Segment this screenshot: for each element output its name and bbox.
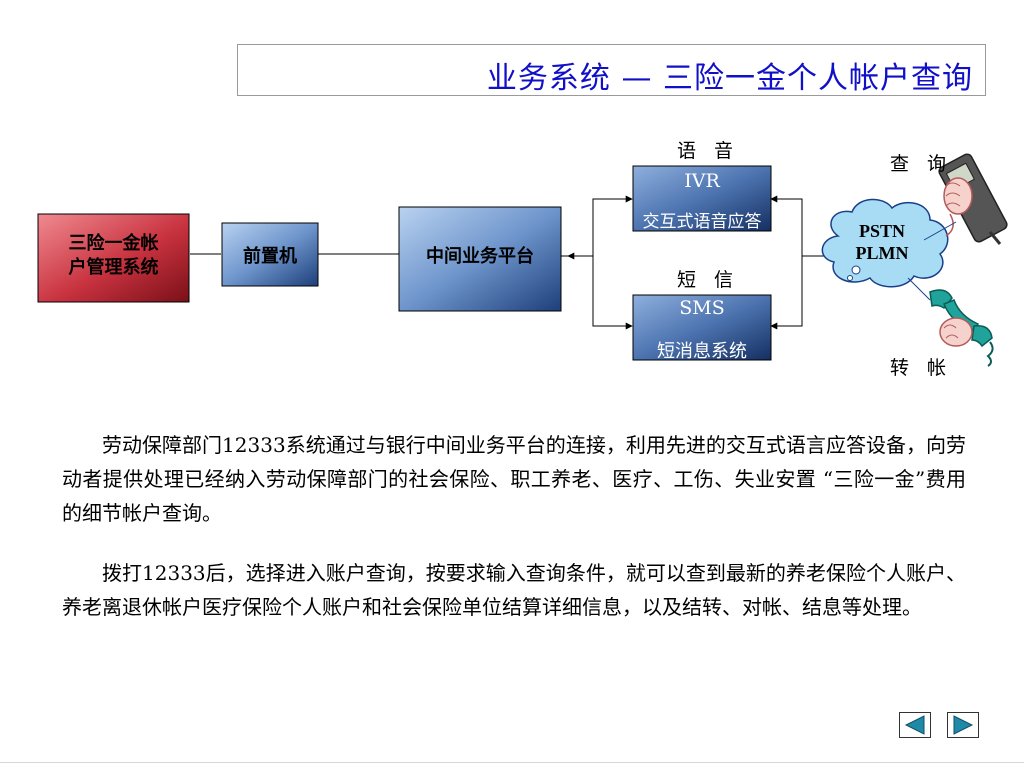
arrow-network-sms <box>770 256 803 330</box>
link-mobile <box>923 221 957 241</box>
title-box: 业务系统 — 三险一金个人帐户查询 <box>237 44 986 96</box>
source-system-label-line2: 户管理系统 <box>68 257 159 278</box>
network-label: PSTN PLMN <box>840 220 924 264</box>
ivr-title: IVR <box>684 170 720 192</box>
network-label-pstn: PSTN <box>858 221 905 241</box>
middle-platform-box <box>398 206 562 312</box>
source-system-box <box>37 213 190 303</box>
next-slide-button[interactable] <box>947 712 979 738</box>
paragraph-1: 劳动保障部门12333系统通过与银行中间业务平台的连接，利用先进的交互式语言应答… <box>62 433 966 525</box>
front-machine-label: 前置机 <box>243 246 297 267</box>
front-machine-box <box>221 222 319 287</box>
sms-subtitle: 短消息系统 <box>657 341 747 362</box>
source-system-label: 三险一金帐 户管理系统 <box>38 232 189 280</box>
middle-platform-label: 中间业务平台 <box>426 246 534 267</box>
sms-label: 短 信 <box>677 269 740 291</box>
network-label-plmn: PLMN <box>855 243 909 263</box>
sms-title: SMS <box>679 297 725 319</box>
source-system-label-line1: 三险一金帐 <box>68 233 159 254</box>
system-diagram <box>37 153 1008 367</box>
sms-box <box>632 294 772 361</box>
arrow-network-ivr <box>770 195 803 256</box>
arrow-to-sms <box>592 256 633 330</box>
query-label: 查 询 <box>890 153 953 175</box>
voice-label: 语 音 <box>677 140 740 162</box>
network-cloud <box>821 198 949 288</box>
arrow-to-ivr <box>592 195 633 256</box>
triangle-left-icon <box>904 715 925 735</box>
ivr-box <box>632 165 772 232</box>
telephone-handset-icon <box>907 277 994 367</box>
paragraph-2: 拨打12333后，选择进入账户查询，按要求输入查询条件，就可以查到最新的养老保险… <box>62 561 966 619</box>
previous-slide-button[interactable] <box>899 712 931 738</box>
transfer-label: 转 帐 <box>890 357 953 379</box>
footer-divider <box>0 762 1024 763</box>
triangle-right-icon <box>953 715 974 735</box>
ivr-subtitle: 交互式语音应答 <box>642 212 762 232</box>
mobile-phone-icon <box>938 153 1008 245</box>
page-title: 业务系统 — 三险一金个人帐户查询 <box>486 61 973 96</box>
